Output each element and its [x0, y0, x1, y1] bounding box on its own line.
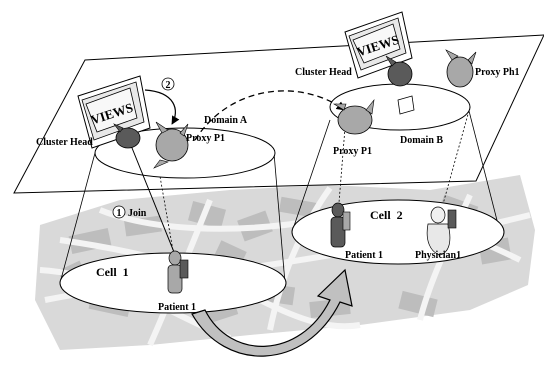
physician1-label: Physician1 — [415, 250, 461, 261]
cell-2-label: Cell 2 — [370, 208, 403, 222]
patient-1-a-label: Patient 1 — [158, 302, 196, 313]
proxy-p1-a-label: Proxy P1 — [186, 133, 225, 144]
cluster-head-a-label: Cluster Head — [36, 137, 93, 148]
step-1-label: 1 — [117, 208, 122, 219]
patient-1-b-label: Patient 1 — [345, 250, 383, 261]
proxy-ph1-label: Proxy Ph1 — [475, 67, 520, 78]
proxy-p1-b-label: Proxy P1 — [333, 146, 372, 157]
domain-b-label: Domain B — [400, 135, 443, 146]
domain-a-label: Domain A — [204, 115, 248, 126]
cluster-head-b-label: Cluster Head — [295, 67, 352, 78]
cell-1-label: Cell 1 — [96, 265, 129, 279]
join-label: Join — [128, 208, 147, 219]
step-2-label: 2 — [166, 80, 171, 91]
